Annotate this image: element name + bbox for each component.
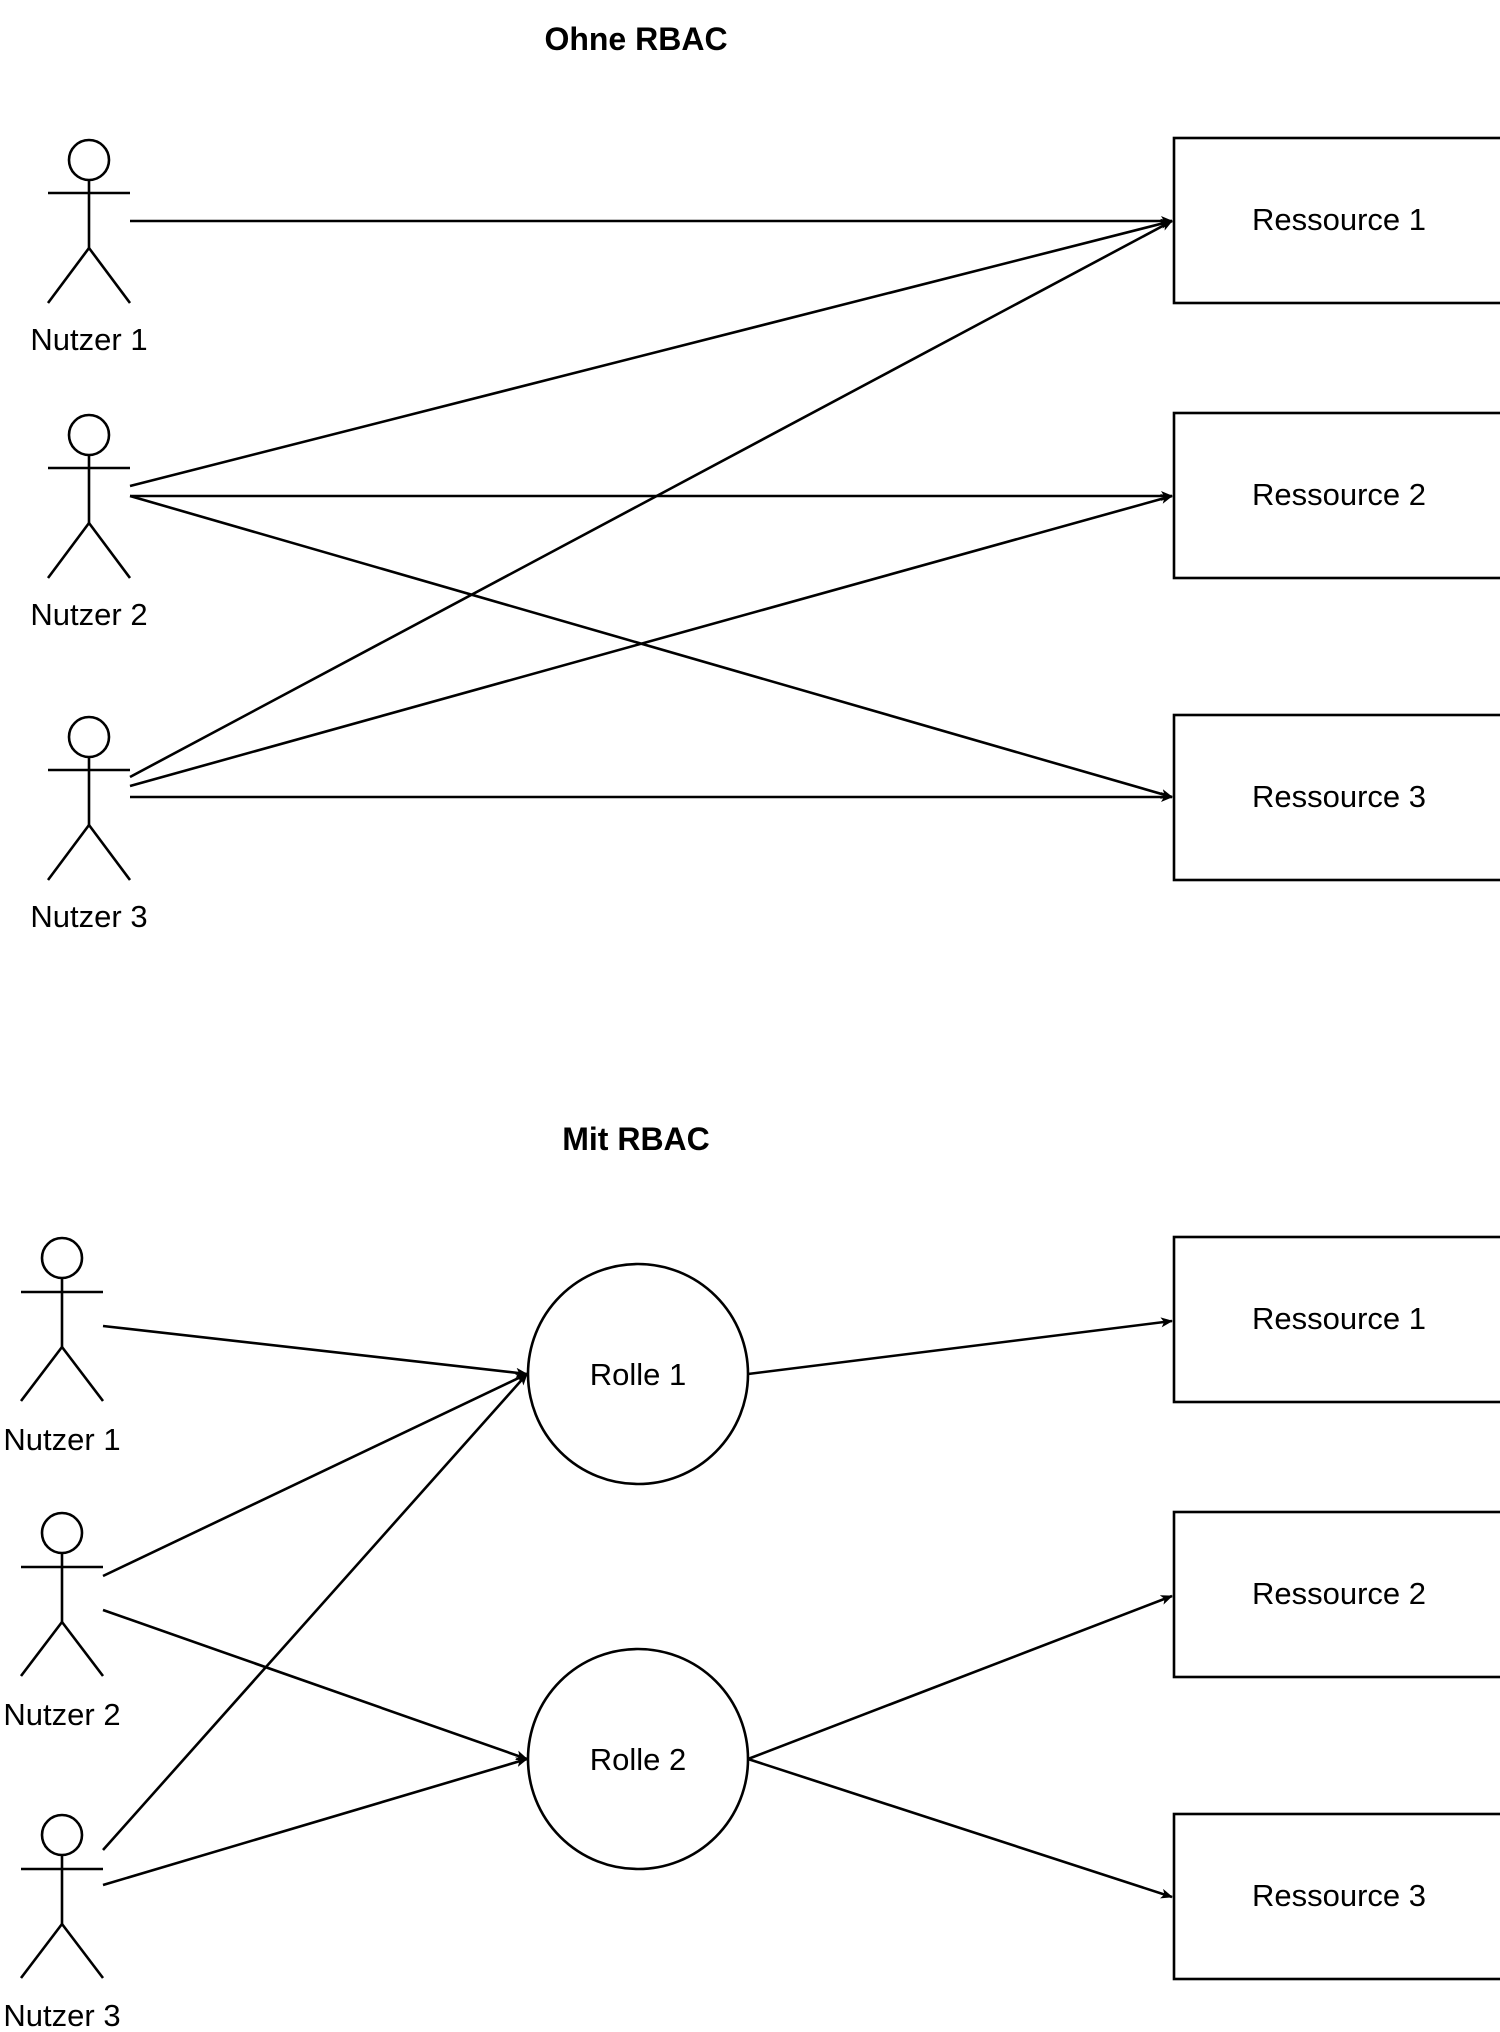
user-label: Nutzer 2	[3, 1697, 120, 1732]
role-rolle-2: Rolle 2	[526, 1647, 750, 1871]
edge-rolle1-ressource1	[747, 1317, 1173, 1376]
edges	[102, 1317, 1173, 1899]
edge-nutzer3-ressource2	[129, 494, 1173, 788]
resource-ressource-2: Ressource 2	[1172, 411, 1500, 580]
resource-box	[1172, 136, 1500, 305]
resource-box	[1172, 411, 1500, 580]
resource-label: Ressource 3	[1252, 779, 1426, 814]
role-label: Rolle 2	[590, 1742, 687, 1777]
stick-figure-icon	[46, 138, 132, 304]
user-nutzer-1: Nutzer 1	[3, 1236, 121, 1457]
stick-figure-icon	[46, 715, 132, 881]
resource-ressource-3: Ressource 3	[1172, 713, 1500, 882]
resource-label: Ressource 2	[1252, 477, 1426, 512]
resource-ressource-1: Ressource 1	[1172, 136, 1500, 305]
edge-nutzer3-rolle2	[102, 1757, 528, 1887]
user-label: Nutzer 1	[3, 1422, 120, 1457]
resource-ressource-1: Ressource 1	[1172, 1235, 1500, 1404]
resource-box	[1172, 1510, 1500, 1679]
user-nutzer-3: Nutzer 3	[30, 715, 148, 934]
user-label: Nutzer 1	[30, 322, 147, 357]
stick-figure-icon	[46, 413, 132, 579]
section-ohne-rbac: Ohne RBAC Nutzer 1	[30, 21, 1500, 934]
edge-nutzer2-rolle1	[102, 1372, 528, 1578]
user-label: Nutzer 3	[30, 899, 147, 934]
edge-nutzer1-rolle1	[102, 1324, 528, 1378]
edge-rolle2-ressource3	[747, 1757, 1173, 1899]
stick-figure-icon	[19, 1813, 105, 1979]
edge-nutzer2-rolle2	[102, 1608, 528, 1761]
user-label: Nutzer 2	[30, 597, 147, 632]
resource-box	[1172, 713, 1500, 882]
resource-box	[1172, 1235, 1500, 1404]
edges	[129, 216, 1173, 802]
edge-nutzer3-rolle1	[102, 1373, 528, 1851]
edge-nutzer2-ressource3	[129, 494, 1173, 799]
resource-ressource-2: Ressource 2	[1172, 1510, 1500, 1679]
user-label: Nutzer 3	[3, 1998, 120, 2032]
user-nutzer-2: Nutzer 2	[30, 413, 148, 632]
stick-figure-icon	[19, 1511, 105, 1677]
stick-figure-icon	[19, 1236, 105, 1402]
role-rolle-1: Rolle 1	[526, 1262, 750, 1486]
resource-label: Ressource 3	[1252, 1878, 1426, 1913]
user-nutzer-1: Nutzer 1	[30, 138, 148, 357]
role-label: Rolle 1	[590, 1357, 687, 1392]
section-title: Mit RBAC	[562, 1121, 710, 1157]
section-title: Ohne RBAC	[544, 21, 727, 57]
resource-ressource-3: Ressource 3	[1172, 1812, 1500, 1981]
edge-nutzer3-ressource1	[129, 219, 1173, 779]
resource-box	[1172, 1812, 1500, 1981]
edge-rolle2-ressource2	[747, 1594, 1173, 1761]
resource-label: Ressource 1	[1252, 1301, 1426, 1336]
edge-nutzer2-ressource1	[129, 218, 1173, 488]
section-mit-rbac: Mit RBAC Nutzer 1	[3, 1121, 1500, 2032]
role-circle	[526, 1647, 750, 1871]
role-circle	[526, 1262, 750, 1486]
resource-label: Ressource 1	[1252, 202, 1426, 237]
user-nutzer-2: Nutzer 2	[3, 1511, 121, 1732]
resource-label: Ressource 2	[1252, 1576, 1426, 1611]
user-nutzer-3: Nutzer 3	[3, 1813, 121, 2032]
